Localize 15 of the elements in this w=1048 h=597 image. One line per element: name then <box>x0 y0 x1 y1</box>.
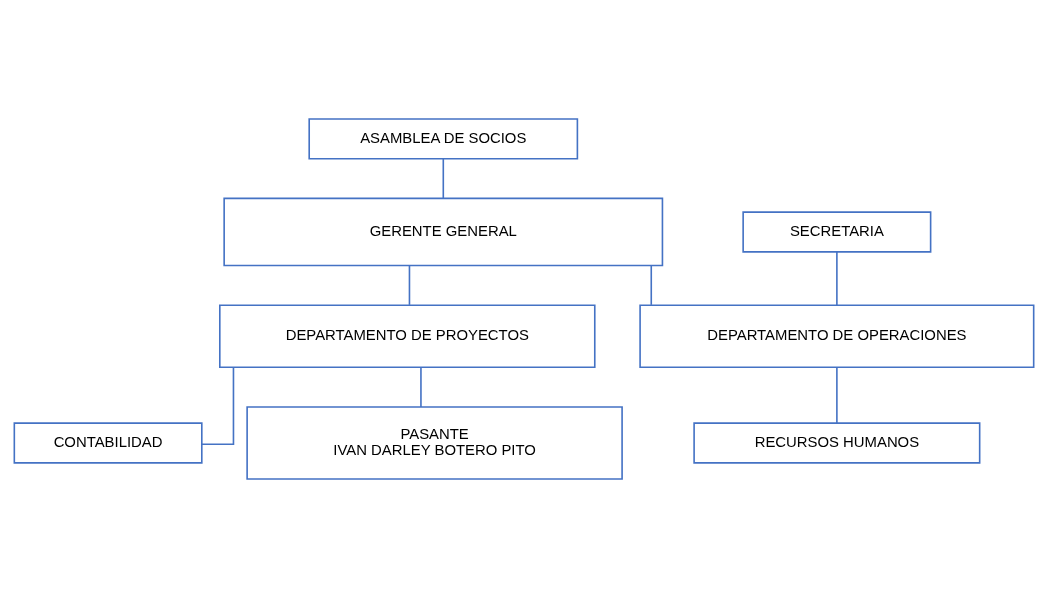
node-box: PASANTE IVAN DARLEY BOTERO PITO <box>246 405 623 480</box>
connector <box>836 366 838 424</box>
connector <box>650 264 653 306</box>
connector <box>408 264 411 306</box>
node-box: DEPARTAMENTO DE OPERACIONES <box>639 303 1035 368</box>
node-box: ASAMBLEA DE SOCIOS <box>308 117 579 159</box>
connector <box>836 250 838 306</box>
node-box: SECRETARIA <box>742 210 932 253</box>
connector <box>201 366 235 445</box>
node-box: DEPARTAMENTO DE PROYECTOS <box>219 303 596 368</box>
connector <box>442 157 445 199</box>
connector <box>420 366 422 408</box>
node-box: CONTABILIDAD <box>13 421 203 464</box>
node-box: GERENTE GENERAL <box>223 197 664 266</box>
node-box: RECURSOS HUMANOS <box>693 421 981 464</box>
